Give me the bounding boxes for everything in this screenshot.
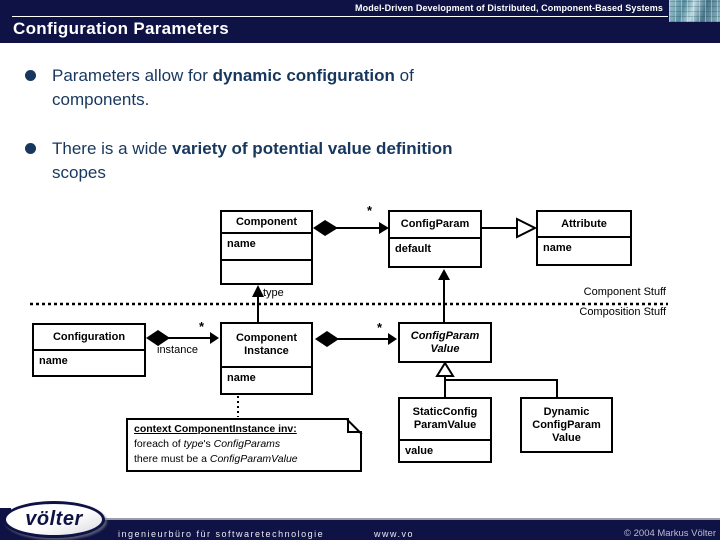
note-fold-icon — [347, 418, 362, 433]
class-attribute: name — [39, 355, 68, 367]
bullet-item-1: Parameters allow for dynamic configurati… — [52, 64, 612, 112]
buildings-photo — [669, 0, 720, 22]
class-title: Component — [222, 212, 311, 234]
role-label-instance: instance — [157, 344, 198, 356]
class-attribute: name — [543, 242, 572, 254]
class-title: Configuration — [34, 325, 144, 351]
bullet-1-line-2: components. — [52, 90, 150, 109]
multiplicity-star: * — [367, 203, 373, 218]
layer-label-composition-stuff: Composition Stuff — [579, 306, 666, 318]
class-box-configuration: Configuration name — [32, 323, 146, 377]
bullet-2-line-2: scopes — [52, 163, 106, 182]
footer-copyright: © 2004 Markus Völter — [623, 528, 716, 539]
class-attribute: value — [405, 445, 434, 457]
class-title: ConfigParam — [390, 212, 480, 239]
composition-diamond-icon — [313, 220, 338, 236]
class-title: Component Instance — [222, 324, 311, 368]
multiplicity-star: * — [199, 319, 205, 334]
ocl-note: context ComponentInstance inv: foreach o… — [126, 418, 362, 472]
footer-url: www.vo — [374, 529, 415, 539]
footer-bar — [0, 520, 720, 540]
class-title: StaticConfig ParamValue — [400, 399, 490, 441]
voelter-logo: völter — [3, 501, 105, 538]
class-attribute: name — [227, 372, 256, 384]
class-title: Attribute — [538, 212, 630, 238]
class-box-attribute: Attribute name — [536, 210, 632, 266]
class-title: ConfigParam Value — [410, 329, 480, 355]
arrowhead-icon — [438, 269, 450, 280]
header-divider — [12, 16, 668, 17]
class-attribute: name — [227, 238, 256, 250]
multiplicity-star: * — [377, 320, 383, 335]
bullet-1-line-1: Parameters allow for dynamic configurati… — [52, 66, 414, 85]
class-box-component-instance: Component Instance name — [220, 322, 313, 395]
class-box-component: Component name — [220, 210, 313, 285]
arrowhead-icon — [210, 332, 219, 344]
class-empty-compartment — [222, 259, 311, 283]
class-box-configparam-value: ConfigParam Value — [398, 322, 492, 363]
arrowhead-icon — [388, 333, 397, 345]
header-bar: Model-Driven Development of Distributed,… — [0, 0, 720, 43]
footer-tagline: ingenieurbüro für softwaretechnologie — [118, 529, 325, 539]
note-line-3: there must be a ConfigParamValue — [134, 453, 298, 465]
bullet-icon — [25, 143, 36, 154]
bullet-item-2: There is a wide variety of potential val… — [52, 137, 612, 185]
class-box-configparam: ConfigParam default — [388, 210, 482, 268]
role-label-type: type — [263, 287, 284, 299]
bullet-icon — [25, 70, 36, 81]
arrowhead-icon — [252, 285, 264, 297]
class-title: Dynamic ConfigParam Value — [532, 405, 601, 444]
generalization-arrow-icon — [435, 361, 455, 377]
arrowhead-icon — [379, 222, 389, 234]
note-line-2: foreach of type's ConfigParams — [134, 438, 281, 450]
class-attribute: default — [395, 243, 432, 255]
presentation-title: Model-Driven Development of Distributed,… — [355, 3, 663, 13]
footer-divider — [0, 518, 720, 520]
bullet-2-line-1: There is a wide variety of potential val… — [52, 139, 453, 158]
logo-text: völter — [25, 508, 83, 530]
class-box-dynamic-configparam-value: Dynamic ConfigParam Value — [520, 397, 613, 453]
class-box-static-configparam-value: StaticConfig ParamValue value — [398, 397, 492, 463]
generalization-arrow-icon — [516, 217, 538, 239]
composition-diamond-icon — [315, 331, 339, 347]
page-title: Configuration Parameters — [13, 19, 229, 38]
layer-label-component-stuff: Component Stuff — [583, 286, 666, 298]
composition-diamond-icon — [146, 330, 170, 346]
note-line-1: context ComponentInstance inv: — [134, 423, 297, 435]
